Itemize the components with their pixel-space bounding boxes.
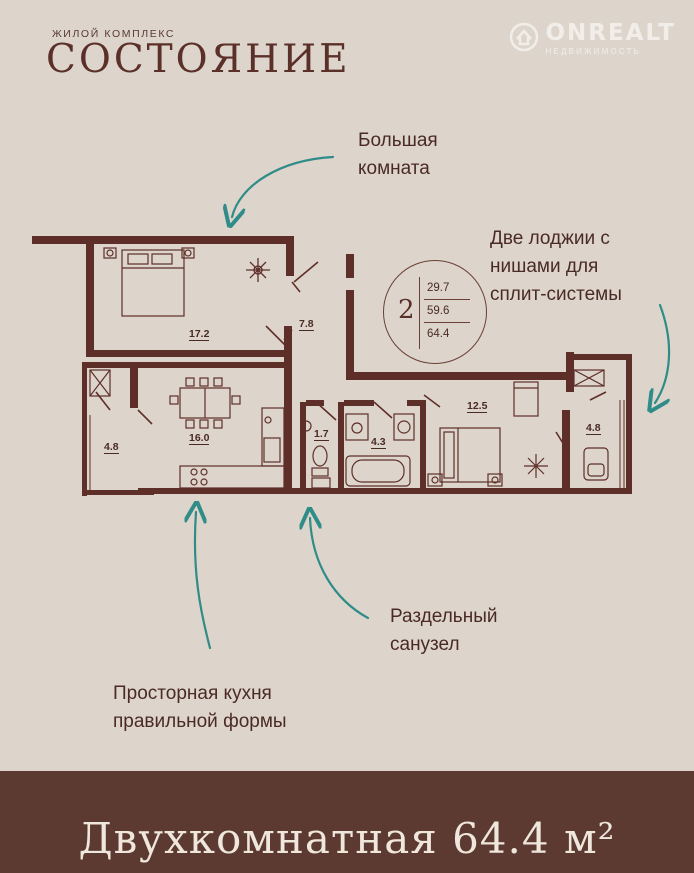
callout-line: Две лоджии с — [490, 228, 610, 249]
badge-living-area: 29.7 — [427, 282, 450, 294]
badge-separator — [424, 322, 470, 323]
arrow-bathroom — [310, 518, 370, 620]
room-area-bathroom: 4.3 — [371, 436, 386, 449]
badge-room-count: 2 — [398, 295, 415, 325]
callout-line: правильной формы — [113, 711, 287, 732]
arrow-big-room — [232, 155, 335, 217]
plant-icon — [246, 258, 270, 282]
callout-line: сплит-системы — [490, 284, 622, 305]
walls — [32, 236, 632, 496]
room-area-bedroom-large: 17.2 — [189, 328, 210, 341]
complex-label: ЖИЛОЙ КОМПЛЕКС — [52, 28, 176, 40]
arrow-loggias — [655, 303, 669, 403]
arrow-kitchen — [195, 512, 212, 650]
callout-line: комната — [358, 158, 430, 179]
toilet-icon — [300, 420, 331, 489]
callout-big-room: Большая комната — [358, 127, 438, 183]
room-area-hall: 7.8 — [299, 318, 314, 331]
watermark-sub: НЕДВИЖИМОСТЬ — [545, 47, 642, 56]
callout-line: Раздельный — [390, 606, 498, 627]
kitchen-counter-icon — [179, 407, 285, 489]
complex-name: СОСТОЯНИЕ — [46, 37, 351, 82]
callout-bathroom: Раздельный санузел — [390, 603, 497, 659]
callout-loggias: Две лоджии с нишами для сплит-системы — [490, 225, 622, 309]
callout-kitchen: Просторная кухня правильной формы — [113, 680, 287, 736]
callout-line: Просторная кухня — [113, 683, 272, 704]
bed-small-icon — [427, 381, 539, 487]
armchair-icon — [583, 447, 609, 481]
bathtub-icon — [345, 413, 415, 487]
watermark: ONREALT НЕДВИЖИМОСТЬ — [509, 22, 676, 56]
house-logo-icon — [510, 22, 539, 52]
badge-separator — [424, 299, 470, 300]
callout-line: Большая — [358, 130, 438, 151]
area-badge: 2 29.7 59.6 64.4 — [383, 260, 487, 364]
bed-large-icon — [103, 247, 195, 317]
badge-area-with-loggias: 64.4 — [427, 328, 450, 340]
ac-niche-left-icon — [89, 369, 111, 397]
ac-niche-right-icon — [573, 369, 605, 387]
room-area-wc: 1.7 — [314, 428, 329, 441]
badge-divider — [419, 277, 420, 349]
watermark-name: ONREALT — [545, 20, 676, 46]
badge-total-area: 59.6 — [427, 305, 450, 317]
callout-line: санузел — [390, 634, 460, 655]
callout-line: нишами для — [490, 256, 599, 277]
room-area-kitchen: 16.0 — [189, 432, 210, 445]
room-area-loggia-left: 4.8 — [104, 441, 119, 454]
apartment-title: Двухкомнатная 64.4 м² — [78, 814, 616, 863]
plant-small-icon — [524, 454, 548, 478]
room-area-loggia-right: 4.8 — [586, 422, 601, 435]
dining-table-icon — [169, 377, 241, 429]
footer-band — [0, 771, 694, 873]
room-area-bedroom-small: 12.5 — [467, 400, 488, 413]
